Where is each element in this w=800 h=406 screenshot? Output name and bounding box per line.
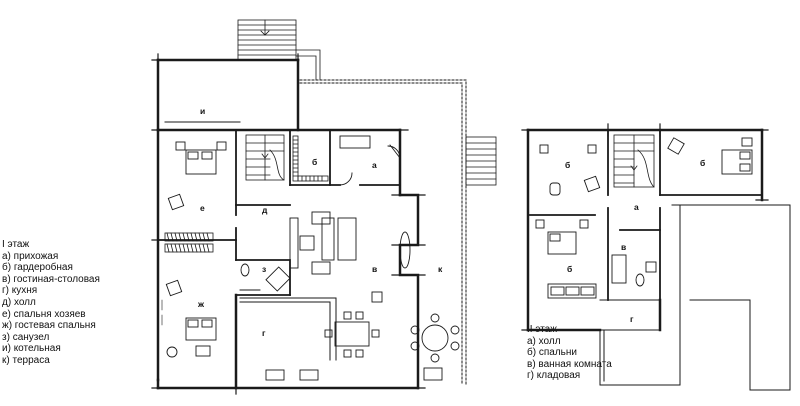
floor2-legend-item: а) холл [527, 335, 561, 347]
floor1-legend-item: ж) гостевая спальня [2, 320, 96, 332]
dining-table [324, 311, 380, 358]
room-label-boiler: и [200, 106, 205, 116]
terrace-table [410, 313, 460, 363]
boiler-room [156, 58, 300, 132]
master-bed [167, 141, 227, 211]
floor2-room-label-bedroom-1: б [565, 160, 570, 170]
bedroom-wardrobes [164, 232, 214, 253]
floor2-bedroom-2-furniture [667, 137, 753, 175]
floor1-exterior-walls [156, 128, 420, 390]
guest-bed [161, 279, 217, 358]
room-label-bathroom: з [262, 264, 266, 274]
entrance-fixtures [339, 135, 401, 186]
floor2-plan [521, 123, 791, 391]
floor2-room-label-hall: а [634, 202, 639, 212]
floor1-interior-walls [159, 129, 401, 296]
floor1-legend-item: и) котельная [2, 343, 61, 355]
floor2-bedroom-3-furniture [535, 219, 597, 299]
room-label-hall: д [262, 205, 268, 215]
floor2-room-label-bedroom-2: б [700, 158, 705, 168]
terrace-outline [299, 79, 467, 387]
wall-joints [151, 53, 426, 395]
room-label-dressing: б [312, 157, 317, 167]
floor2-legend-item: б) спальни [527, 347, 577, 359]
floor2-room-label-bathroom: в [621, 242, 626, 252]
floor1-stairs [245, 134, 285, 181]
floor1-legend-item: з) санузел [2, 331, 50, 343]
floor2-wall-joints [521, 123, 769, 331]
dressing-room-rails [292, 135, 329, 182]
room-label-terrace: к [438, 264, 443, 274]
room-label-entrance: а [372, 160, 377, 170]
floor1-legend-title: I этаж [2, 239, 30, 250]
floor2-legend-item: в) ванная комната [527, 358, 612, 370]
floor1-legend-item: к) терраса [2, 354, 50, 366]
room-label-guest-bedroom: ж [197, 299, 205, 309]
room-label-master-bedroom: е [200, 203, 205, 213]
bathroom-fixtures [239, 263, 291, 292]
floor2-legend-item: г) кладовая [527, 370, 581, 382]
room-label-living: в [372, 264, 377, 274]
floor1-legend-item: б) гардеробная [2, 262, 73, 274]
floor2-room-label-storage: г [630, 314, 634, 324]
floor2-stairs [613, 134, 655, 188]
floor2-interior-walls [529, 129, 763, 301]
floor1-plan [151, 19, 497, 395]
living-room-sofa [289, 211, 411, 303]
floor2-room-labels: а б б б в г [565, 158, 705, 324]
room-label-kitchen: г [262, 328, 266, 338]
terrace-stairs [465, 136, 497, 186]
floor1-legend-item: в) гостиная-столовая [2, 273, 100, 285]
floor1-legend-item: а) прихожая [2, 250, 59, 262]
floor1-room-labels: а б в г д е ж з и к [197, 106, 443, 338]
kitchen-fixtures [265, 367, 443, 381]
kitchen-partition [239, 297, 337, 361]
floor2-bathroom-fixtures [611, 254, 657, 287]
floor2-bedroom-1-furniture [539, 144, 601, 196]
floor1-legend: I этаж а) прихожая б) гардеробная в) гос… [2, 239, 100, 367]
floor1-legend-item: д) холл [2, 296, 36, 308]
floor1-legend-item: е) спальня хозяев [2, 308, 86, 320]
floor2-exterior-walls [526, 128, 764, 332]
floor1-legend-item: г) кухня [2, 285, 38, 297]
entrance-stairs [237, 19, 321, 81]
floor2-roof-outline [599, 204, 791, 391]
floor2-room-label-bedroom-3: б [567, 264, 572, 274]
